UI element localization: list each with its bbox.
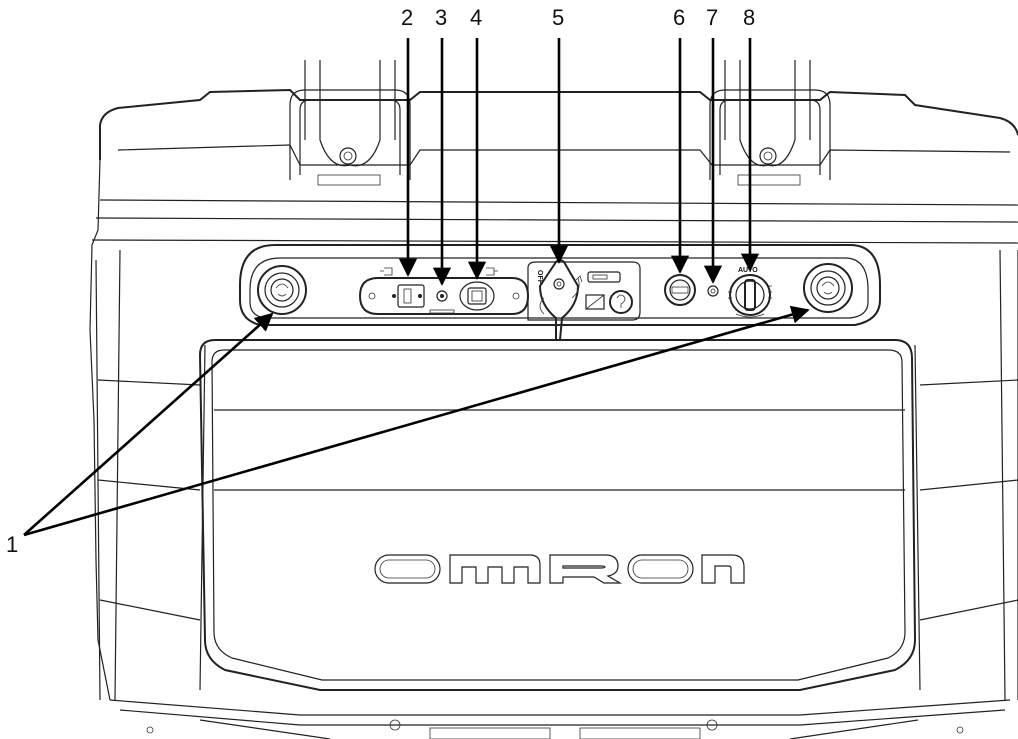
robot-body: [89, 88, 1018, 739]
left-e-stop-button: [257, 265, 307, 315]
auto-marking: AUTO: [738, 267, 758, 274]
callout-3: 3: [435, 5, 447, 30]
callout-7: 7: [706, 5, 718, 30]
on-button: [664, 274, 696, 306]
off-marking: OFF: [536, 270, 543, 285]
mode-selector-switch: AUTO: [728, 267, 772, 318]
callout-8: 8: [743, 5, 755, 30]
arrow-1a: [23, 312, 274, 536]
right-lift-handle: [709, 60, 831, 186]
callout-2: 2: [401, 5, 413, 30]
omron-logo: [374, 554, 745, 584]
maintenance-ethernet-port: [380, 267, 425, 308]
power-on-led: [707, 285, 719, 297]
callout-4: 4: [470, 5, 482, 30]
arrow-1b: [23, 305, 810, 537]
left-lift-handle: [289, 60, 411, 186]
callout-arrows: [23, 38, 810, 537]
callout-6: 6: [673, 5, 685, 30]
user-ethernet-port: [459, 267, 498, 311]
key-switch-panel: OFF: [527, 259, 641, 341]
callout-labels: 1 2 3 4 5 6 7 8: [6, 5, 755, 557]
callout-5: 5: [552, 5, 564, 30]
maintenance-led: [429, 290, 455, 314]
right-e-stop-button: [803, 263, 853, 313]
callout-1: 1: [6, 532, 18, 557]
